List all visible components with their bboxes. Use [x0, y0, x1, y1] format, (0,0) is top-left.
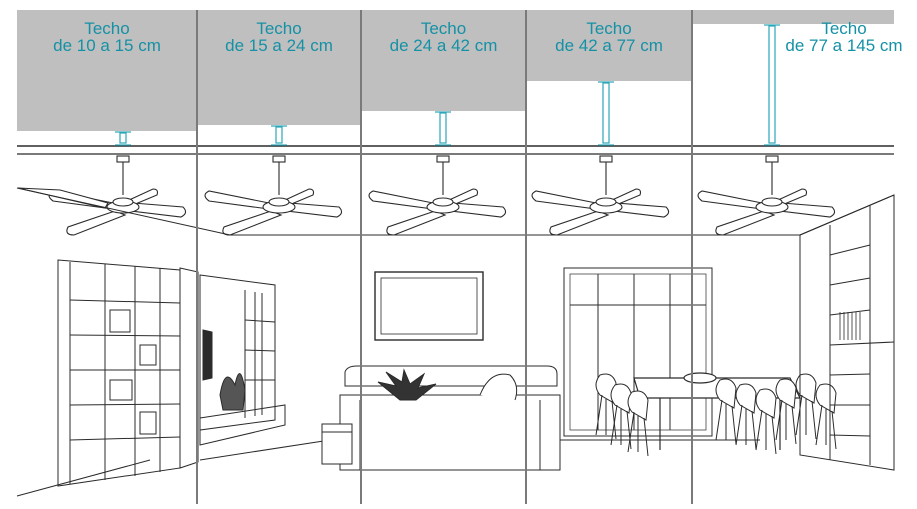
ceiling-fan-icon — [532, 156, 669, 235]
caption-title: Techo — [17, 20, 197, 37]
sofa-icon — [322, 366, 560, 470]
caption-range: de 15 a 24 cm — [197, 37, 361, 54]
downrod-icon — [435, 112, 451, 145]
caption-title: Techo — [774, 20, 914, 37]
chair-icon — [816, 384, 836, 449]
caption-option-3: Techo de 24 a 42 cm — [361, 20, 526, 54]
chair-icon — [776, 379, 796, 444]
caption-range: de 77 a 145 cm — [774, 37, 914, 54]
caption-title: Techo — [197, 20, 361, 37]
ceiling-beam — [17, 146, 894, 154]
caption-option-5: Techo de 77 a 145 cm — [774, 20, 914, 54]
caption-range: de 10 a 15 cm — [17, 37, 197, 54]
downrod-icon — [271, 126, 287, 145]
picture-frame-icon — [375, 272, 483, 340]
downrod-icon — [115, 132, 131, 145]
chair-icon — [736, 384, 756, 449]
caption-title: Techo — [361, 20, 526, 37]
caption-option-2: Techo de 15 a 24 cm — [197, 20, 361, 54]
caption-range: de 42 a 77 cm — [526, 37, 692, 54]
bookshelf-icon — [800, 195, 894, 470]
caption-title: Techo — [526, 20, 692, 37]
ceiling-fan-icon — [369, 156, 506, 235]
ceiling-fan-icon — [205, 156, 342, 235]
ceiling-fan-icon — [18, 156, 186, 235]
ceiling-fan-icon — [698, 156, 835, 235]
chair-icon — [716, 379, 736, 444]
bookshelf-icon — [58, 260, 198, 486]
caption-option-4: Techo de 42 a 77 cm — [526, 20, 692, 54]
ceiling-fans — [18, 156, 835, 235]
caption-range: de 24 a 42 cm — [361, 37, 526, 54]
downrod-icon — [598, 82, 614, 145]
caption-option-1: Techo de 10 a 15 cm — [17, 20, 197, 54]
chair-icon — [756, 389, 776, 454]
chair-icon — [796, 374, 816, 439]
tv-icon — [200, 275, 285, 445]
